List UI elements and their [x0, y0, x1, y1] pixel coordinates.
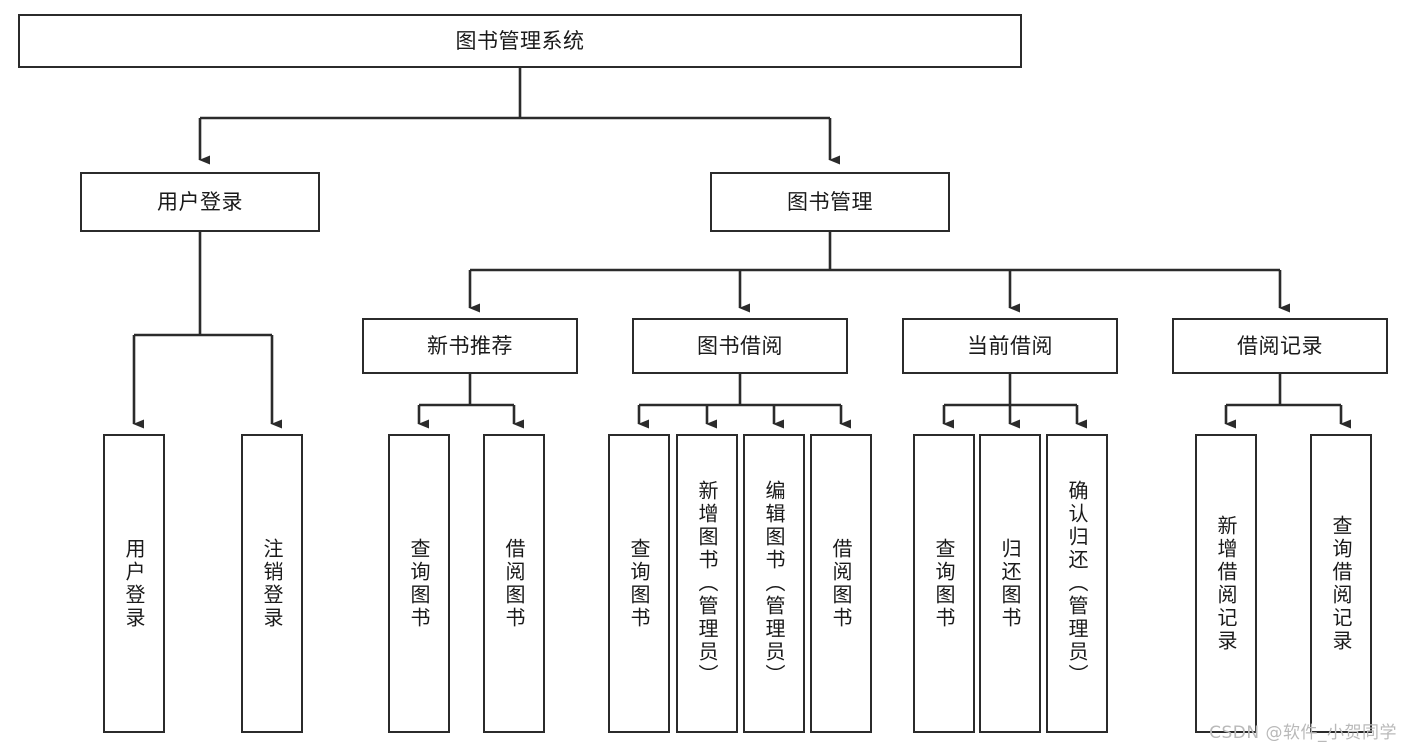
node-root[interactable]: 图书管理系统 [18, 14, 1022, 68]
node-leaf-borrow-book-1-label: 借阅图书 [502, 537, 526, 630]
csdn-watermark: CSDN @软件_小贺同学 [1209, 723, 1397, 743]
node-current-borrow[interactable]: 当前借阅 [902, 318, 1118, 374]
node-leaf-query-record[interactable]: 查询借阅记录 [1310, 434, 1372, 733]
node-leaf-user-logout-label: 注销登录 [260, 537, 284, 630]
node-leaf-borrow-book-2[interactable]: 借阅图书 [810, 434, 872, 733]
node-leaf-query-book-1-label: 查询图书 [407, 537, 431, 630]
node-user-login-label: 用户登录 [157, 189, 243, 214]
node-current-borrow-label: 当前借阅 [967, 333, 1053, 358]
node-leaf-query-book-3-label: 查询图书 [932, 537, 956, 630]
node-leaf-query-book-2[interactable]: 查询图书 [608, 434, 670, 733]
node-leaf-edit-book-label: 编辑图书（管理员） [762, 480, 786, 687]
node-leaf-query-book-1[interactable]: 查询图书 [388, 434, 450, 733]
node-leaf-add-record-label: 新增借阅记录 [1214, 514, 1238, 653]
node-leaf-confirm-return-label: 确认归还（管理员） [1065, 480, 1089, 687]
node-leaf-add-book-label: 新增图书（管理员） [695, 480, 719, 687]
node-leaf-return-book[interactable]: 归还图书 [979, 434, 1041, 733]
node-leaf-add-book[interactable]: 新增图书（管理员） [676, 434, 738, 733]
node-book-manage-label: 图书管理 [787, 189, 873, 214]
node-leaf-user-logout[interactable]: 注销登录 [241, 434, 303, 733]
node-borrow-record[interactable]: 借阅记录 [1172, 318, 1388, 374]
node-leaf-edit-book[interactable]: 编辑图书（管理员） [743, 434, 805, 733]
node-leaf-query-record-label: 查询借阅记录 [1329, 514, 1353, 653]
node-book-borrow-label: 图书借阅 [697, 333, 783, 358]
node-leaf-add-record[interactable]: 新增借阅记录 [1195, 434, 1257, 733]
node-leaf-borrow-book-2-label: 借阅图书 [829, 537, 853, 630]
node-leaf-user-login-label: 用户登录 [122, 537, 146, 630]
node-borrow-record-label: 借阅记录 [1237, 333, 1323, 358]
node-leaf-borrow-book-1[interactable]: 借阅图书 [483, 434, 545, 733]
node-user-login[interactable]: 用户登录 [80, 172, 320, 232]
node-leaf-query-book-2-label: 查询图书 [627, 537, 651, 630]
node-new-book-recommend[interactable]: 新书推荐 [362, 318, 578, 374]
node-root-label: 图书管理系统 [455, 28, 585, 53]
node-leaf-return-book-label: 归还图书 [998, 537, 1022, 630]
node-leaf-user-login[interactable]: 用户登录 [103, 434, 165, 733]
node-leaf-query-book-3[interactable]: 查询图书 [913, 434, 975, 733]
node-book-manage[interactable]: 图书管理 [710, 172, 950, 232]
node-new-book-recommend-label: 新书推荐 [427, 333, 513, 358]
node-book-borrow[interactable]: 图书借阅 [632, 318, 848, 374]
node-leaf-confirm-return[interactable]: 确认归还（管理员） [1046, 434, 1108, 733]
